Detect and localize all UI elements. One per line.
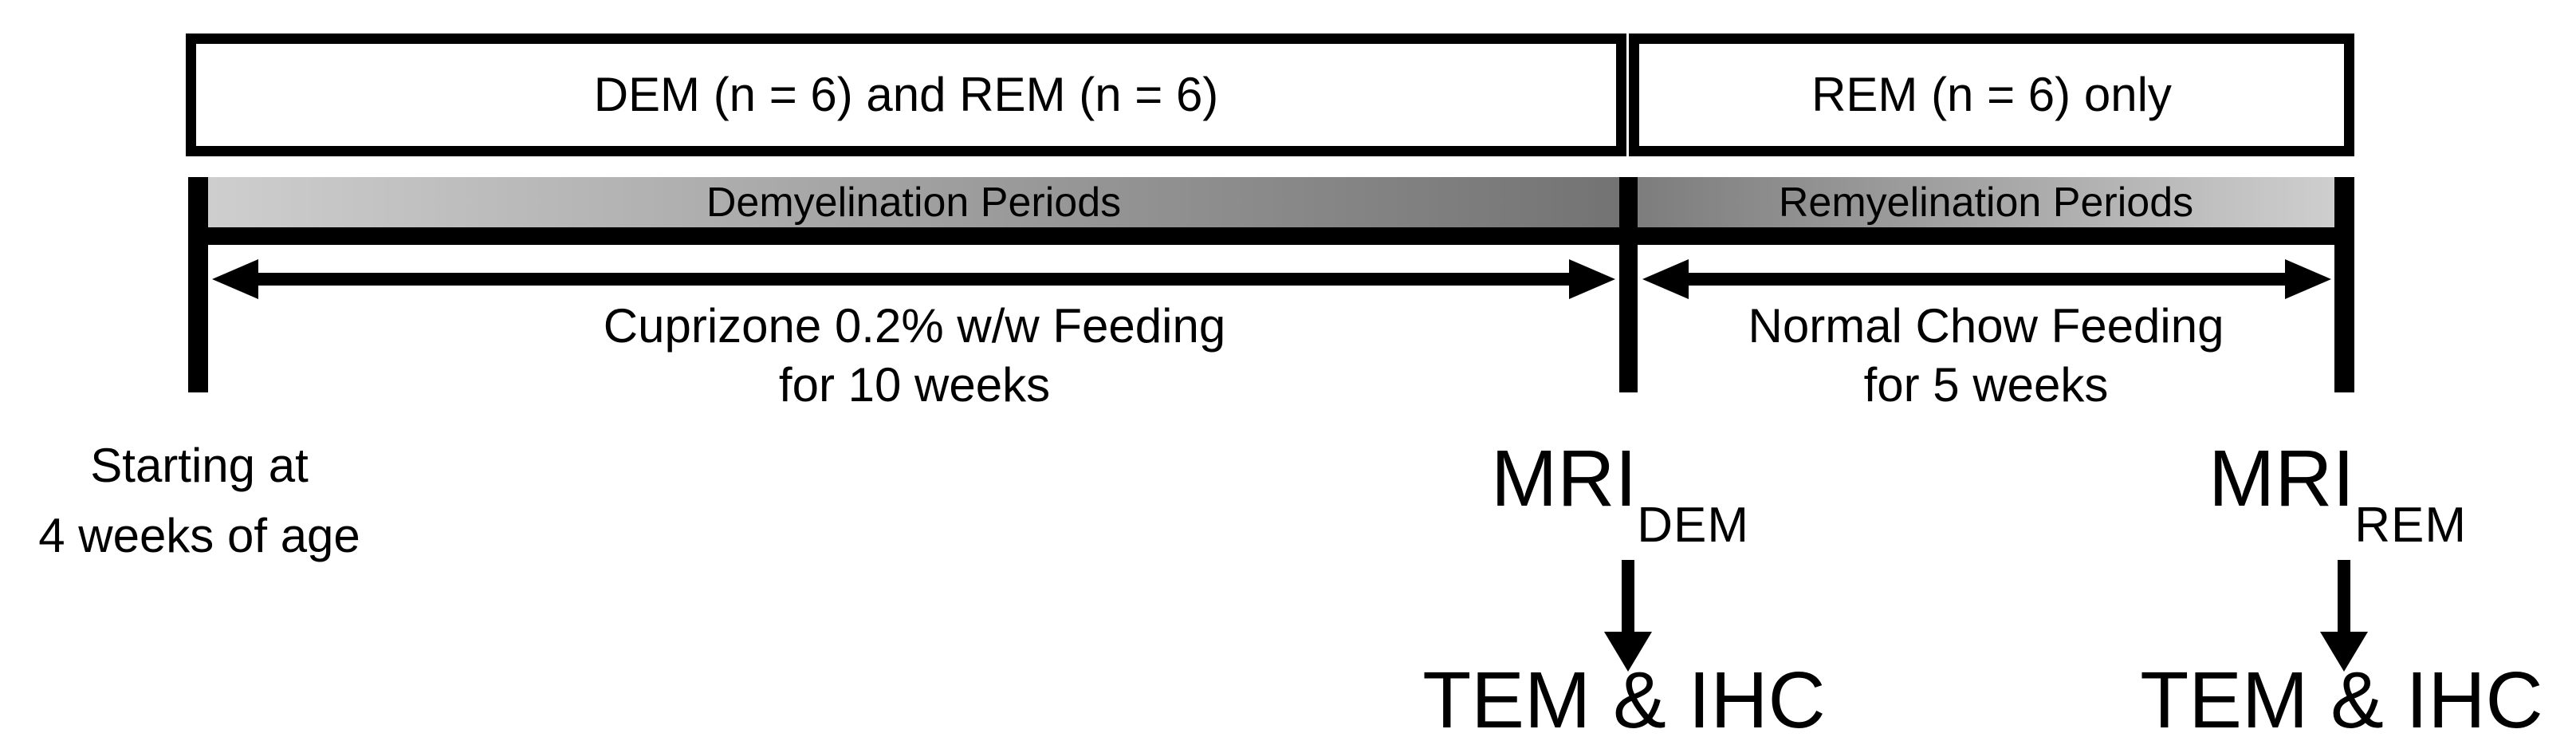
mri-rem-down-arrow <box>2320 560 2368 672</box>
arrow-shaft <box>2338 560 2350 633</box>
mri-dem-subscript: DEM <box>1637 498 1750 553</box>
mri-dem-down-arrow <box>1604 560 1652 672</box>
arrow-head-right-icon <box>1569 259 1615 299</box>
normal-chow-feeding-line1: Normal Chow Feeding <box>1748 299 2224 353</box>
mri-rem-subscript: REM <box>2354 498 2468 553</box>
arrow-shaft <box>1684 273 2290 286</box>
group-box-rem-only-label: REM (n = 6) only <box>1811 68 2172 121</box>
arrow-shaft <box>1622 560 1634 633</box>
cuprizone-feeding-caption: Cuprizone 0.2% w/w Feeding for 10 weeks <box>317 297 1512 415</box>
arrow-shaft <box>254 273 1574 286</box>
arrow-head-down-icon <box>2320 632 2368 672</box>
timeline-end-tick <box>2334 177 2354 392</box>
cuprizone-feeding-line2: for 10 weeks <box>778 358 1051 412</box>
group-box-rem-only: REM (n = 6) only <box>1629 34 2354 156</box>
tem-ihc-dem-label: TEM & IHC <box>1422 656 1826 737</box>
normal-chow-feeding-caption: Normal Chow Feeding for 5 weeks <box>1388 297 2576 415</box>
arrow-head-left-icon <box>1642 259 1689 299</box>
starting-age-line2: 4 weeks of age <box>38 509 360 562</box>
mri-dem-main: MRI <box>1490 434 1638 523</box>
mri-rem-main: MRI <box>2208 434 2355 523</box>
cuprizone-feeding-line1: Cuprizone 0.2% w/w Feeding <box>603 299 1226 353</box>
group-box-dem-rem-label: DEM (n = 6) and REM (n = 6) <box>593 68 1219 121</box>
remyelination-period-bar: Remyelination Periods <box>1638 177 2334 227</box>
normal-chow-feeding-line2: for 5 weeks <box>1863 358 2109 412</box>
arrow-head-down-icon <box>1604 632 1652 672</box>
demyelination-period-bar: Demyelination Periods <box>208 177 1619 227</box>
mri-rem-label: MRIREM <box>2138 434 2537 553</box>
timeline-baseline <box>188 227 2354 245</box>
demyelination-period-label: Demyelination Periods <box>706 179 1122 226</box>
starting-age-line1: Starting at <box>90 439 309 492</box>
group-box-dem-rem: DEM (n = 6) and REM (n = 6) <box>186 34 1626 156</box>
starting-age-label: Starting at 4 weeks of age <box>0 431 399 571</box>
remyelination-period-label: Remyelination Periods <box>1778 179 2194 226</box>
arrow-head-right-icon <box>2285 259 2331 299</box>
timeline-start-tick <box>188 177 208 392</box>
mri-dem-label: MRIDEM <box>1421 434 1819 553</box>
tem-ihc-rem-label: TEM & IHC <box>2140 656 2543 737</box>
normal-chow-span-arrow <box>1642 259 2331 299</box>
cuprizone-span-arrow <box>212 259 1615 299</box>
arrow-head-left-icon <box>212 259 258 299</box>
